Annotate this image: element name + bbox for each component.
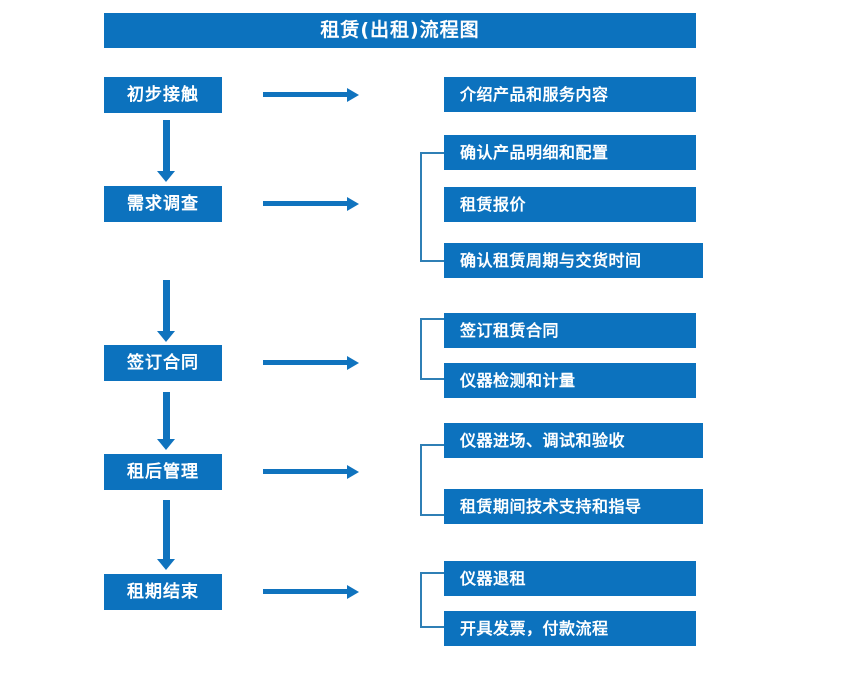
detail-arrow-3: [263, 356, 359, 370]
bracket-stub-top: [420, 444, 444, 446]
detail-group-bracket-3: [420, 318, 444, 380]
detail-box-9[interactable]: 仪器退租: [444, 561, 696, 596]
arrow-shaft: [163, 280, 170, 331]
detail-arrow-1: [263, 88, 359, 102]
bracket-stub-top: [420, 572, 444, 574]
arrow-shaft: [263, 92, 348, 97]
arrow-head-down-icon: [157, 439, 175, 450]
arrow-head-right-icon: [347, 465, 359, 479]
arrow-head-right-icon: [347, 585, 359, 599]
detail-box-6[interactable]: 仪器检测和计量: [444, 363, 696, 398]
detail-group-bracket-4: [420, 444, 444, 516]
arrow-head-right-icon: [347, 197, 359, 211]
bracket-stub-top: [420, 318, 444, 320]
arrow-shaft: [163, 120, 170, 171]
bracket-stub-top: [420, 152, 444, 154]
arrow-head-down-icon: [157, 559, 175, 570]
bracket-spine: [420, 318, 422, 380]
detail-arrow-2: [263, 197, 359, 211]
bracket-spine: [420, 572, 422, 628]
arrow-head-right-icon: [347, 356, 359, 370]
stage-box-5[interactable]: 租期结束: [104, 574, 222, 610]
detail-box-3[interactable]: 租赁报价: [444, 187, 696, 222]
bracket-stub-bottom: [420, 260, 444, 262]
arrow-shaft: [263, 201, 348, 206]
detail-box-8[interactable]: 租赁期间技术支持和指导: [444, 489, 703, 524]
bracket-stub-bottom: [420, 514, 444, 516]
arrow-shaft: [163, 392, 170, 439]
detail-box-2[interactable]: 确认产品明细和配置: [444, 135, 696, 170]
stage-connector-arrow-2-3: [157, 280, 175, 342]
arrow-head-right-icon: [347, 88, 359, 102]
stage-connector-arrow-1-2: [157, 120, 175, 182]
stage-connector-arrow-3-4: [157, 392, 175, 450]
arrow-head-down-icon: [157, 171, 175, 182]
detail-box-5[interactable]: 签订租赁合同: [444, 313, 696, 348]
stage-box-4[interactable]: 租后管理: [104, 454, 222, 490]
stage-box-3[interactable]: 签订合同: [104, 345, 222, 381]
arrow-shaft: [263, 589, 348, 594]
stage-box-1[interactable]: 初步接触: [104, 77, 222, 113]
arrow-shaft: [163, 500, 170, 559]
detail-box-10[interactable]: 开具发票，付款流程: [444, 611, 696, 646]
arrow-shaft: [263, 360, 348, 365]
bracket-stub-bottom: [420, 626, 444, 628]
detail-box-7[interactable]: 仪器进场、调试和验收: [444, 423, 703, 458]
arrow-shaft: [263, 469, 348, 474]
bracket-spine: [420, 444, 422, 516]
detail-group-bracket-5: [420, 572, 444, 628]
detail-group-bracket-2: [420, 152, 444, 262]
stage-connector-arrow-4-5: [157, 500, 175, 570]
bracket-spine: [420, 152, 422, 262]
detail-box-4[interactable]: 确认租赁周期与交货时间: [444, 243, 703, 278]
diagram-title: 租赁(出租)流程图: [104, 13, 696, 48]
detail-arrow-4: [263, 465, 359, 479]
detail-arrow-5: [263, 585, 359, 599]
bracket-stub-bottom: [420, 378, 444, 380]
arrow-head-down-icon: [157, 331, 175, 342]
stage-box-2[interactable]: 需求调查: [104, 186, 222, 222]
detail-box-1[interactable]: 介绍产品和服务内容: [444, 77, 696, 112]
